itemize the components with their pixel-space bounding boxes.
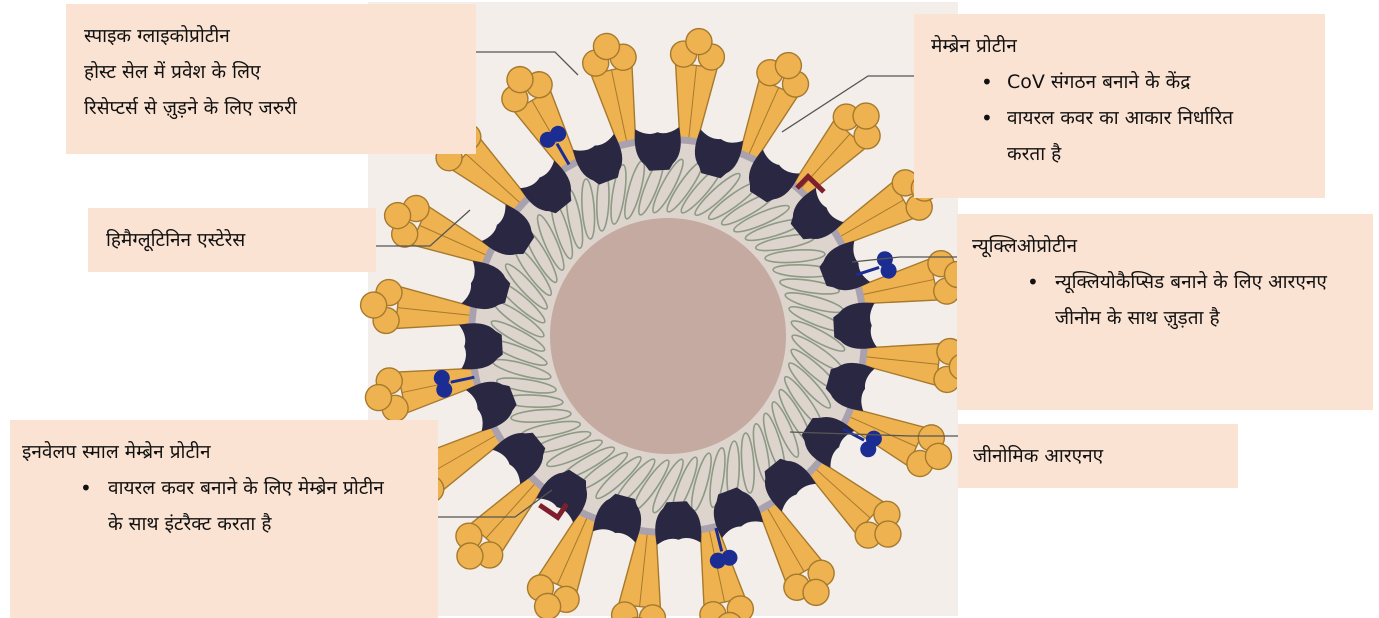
envelope-title: इनवेलप स्माल मेम्ब्रेन प्रोटीन: [22, 434, 438, 470]
spike-title: स्पाइक ग्लाइकोप्रोटीन: [84, 18, 476, 54]
envelope-bullet-1: वायरल कवर बनाने के लिए मेम्ब्रेन प्रोटीन…: [22, 470, 388, 542]
spike-line-1: होस्ट सेल में प्रवेश के लिए: [84, 54, 476, 90]
label-spike-glycoprotein: स्पाइक ग्लाइकोप्रोटीन होस्ट सेल में प्रव…: [66, 4, 476, 154]
label-nucleoprotein: न्यूक्लिओप्रोटीन न्यूक्लियोकैप्सिड बनाने…: [957, 214, 1373, 410]
envelope-bullets: वायरल कवर बनाने के लिए मेम्ब्रेन प्रोटीन…: [22, 470, 438, 542]
nucleoprotein-title: न्यूक्लिओप्रोटीन: [972, 228, 1373, 264]
membrane-bullets: CoV संगठन बनाने के केंद्र वायरल कवर का आ…: [931, 64, 1325, 172]
nucleoprotein-bullets: न्यूक्लियोकैप्सिड बनाने के लिए आरएनए जीन…: [972, 264, 1373, 336]
label-hemagglutinin-esterase: हिमैग्लूटिनिन एस्टेरेस: [88, 208, 376, 272]
membrane-bullet-1: CoV संगठन बनाने के केंद्र: [931, 64, 1325, 100]
viral-core: [550, 218, 786, 454]
label-envelope-small-membrane-protein: इनवेलप स्माल मेम्ब्रेन प्रोटीन वायरल कवर…: [10, 420, 438, 618]
hemagglutinin-title: हिमैग्लूटिनिन एस्टेरेस: [106, 222, 376, 258]
nucleoprotein-bullet-1: न्यूक्लियोकैप्सिड बनाने के लिए आरएनए जीन…: [972, 264, 1355, 336]
membrane-title: मेम्ब्रेन प्रोटीन: [931, 28, 1325, 64]
label-genomic-rna: जीनोमिक आरएनए: [958, 424, 1238, 488]
spike-line-2: रिसेप्टर्स से ज़ुड़ने के लिए जरुरी: [84, 90, 476, 126]
label-membrane-protein: मेम्ब्रेन प्रोटीन CoV संगठन बनाने के कें…: [914, 14, 1325, 198]
genomic-rna-title: जीनोमिक आरएनए: [973, 438, 1238, 474]
membrane-bullet-2: वायरल कवर का आकार निर्धारित करता है: [931, 100, 1247, 172]
